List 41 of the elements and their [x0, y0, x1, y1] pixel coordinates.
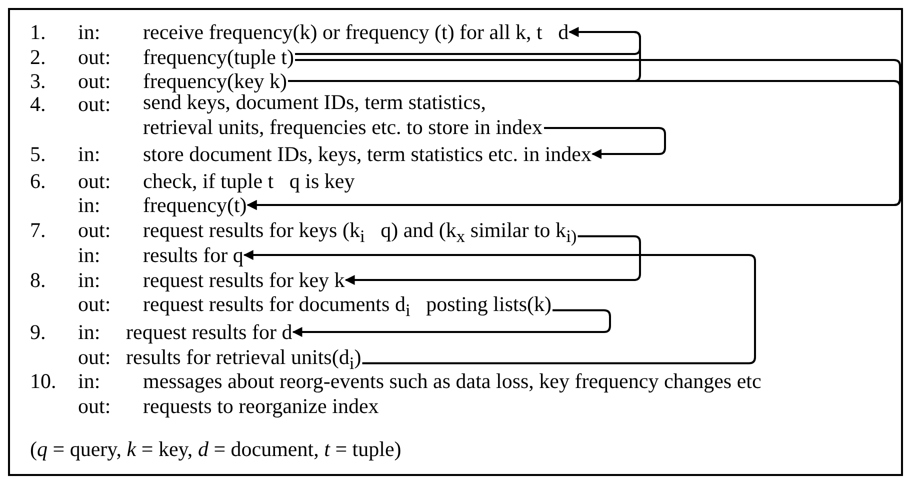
- direction-label: in:: [78, 142, 100, 166]
- direction-label: out:: [78, 345, 111, 369]
- step-text: request results for d: [126, 320, 292, 344]
- step-text: frequency(t): [143, 193, 247, 217]
- step-text: messages about reorg-events such as data loss, key frequency changes etc: [143, 369, 762, 393]
- direction-label: out:: [78, 292, 111, 316]
- step-text: request results for documents d$_{i}$ posting lists(k): [143, 292, 552, 322]
- step-number: 7.: [30, 218, 46, 242]
- direction-label: out:: [78, 92, 111, 116]
- step-text: frequency(key k): [143, 69, 288, 93]
- step-text: store document IDs, keys, term statistics etc. in index: [143, 142, 592, 166]
- step-number: 8.: [30, 268, 46, 292]
- step-text: frequency(tuple t): [143, 45, 294, 69]
- step-number: 10.: [30, 369, 56, 393]
- step-number: 1.: [30, 20, 46, 44]
- direction-label: out:: [78, 218, 111, 242]
- step-number: 6.: [30, 169, 46, 193]
- direction-label: out:: [78, 69, 111, 93]
- step-number: 2.: [30, 45, 46, 69]
- direction-label: out:: [78, 169, 111, 193]
- arrow: [292, 309, 611, 337]
- step-number: 5.: [30, 142, 46, 166]
- step-text: receive frequency(k) or frequency (t) for all k, t d: [143, 20, 569, 44]
- direction-label: in:: [78, 20, 100, 44]
- direction-label: in:: [78, 268, 100, 292]
- step-number: 4.: [30, 92, 46, 116]
- direction-label: in:: [78, 320, 100, 344]
- step-text: request results for key k: [143, 268, 345, 292]
- step-text: requests to reorganize index: [143, 394, 379, 418]
- step-number: 3.: [30, 69, 46, 93]
- direction-label: out:: [78, 45, 111, 69]
- direction-label: in:: [78, 243, 100, 267]
- direction-label: in:: [78, 193, 100, 217]
- notation-note: (q = query, k = key, d = document, t = tuple): [30, 437, 402, 461]
- direction-label: in:: [78, 369, 100, 393]
- step-number: 9.: [30, 320, 46, 344]
- step-text: check, if tuple t q is key: [143, 169, 355, 193]
- arrow: [544, 127, 666, 159]
- arrow: [243, 250, 756, 364]
- direction-label: out:: [78, 394, 111, 418]
- arrow: [344, 235, 641, 285]
